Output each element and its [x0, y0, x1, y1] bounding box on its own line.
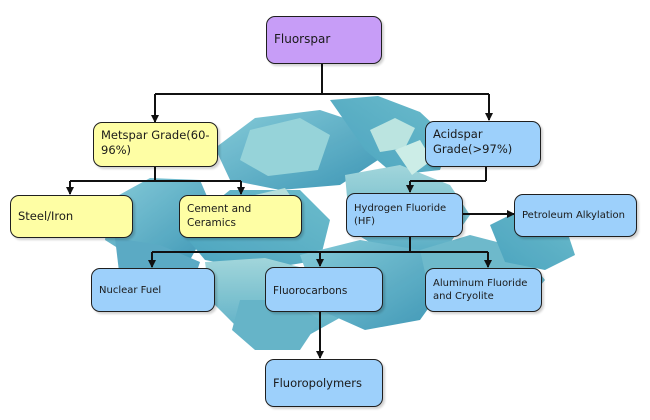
node-acidspar-grade: Acidspar Grade(>97%)	[425, 121, 541, 167]
node-hydrogen-fluoride: Hydrogen Fluoride (HF)	[346, 193, 463, 237]
node-fluorocarbons: Fluorocarbons	[265, 267, 383, 312]
node-fluoropolymers: Fluoropolymers	[265, 359, 383, 407]
node-metspar-grade: Metspar Grade(60-96%)	[93, 122, 218, 167]
node-nuclear-fuel: Nuclear Fuel	[91, 268, 215, 312]
node-petroleum-alkylation: Petroleum Alkylation	[514, 194, 637, 237]
node-cement-ceramics: Cement and Ceramics	[179, 195, 302, 238]
node-aluminum-fluoride-cryolite: Aluminum Fluoride and Cryolite	[425, 268, 542, 312]
node-steel-iron: Steel/Iron	[10, 195, 133, 238]
node-fluorspar: Fluorspar	[266, 16, 382, 64]
